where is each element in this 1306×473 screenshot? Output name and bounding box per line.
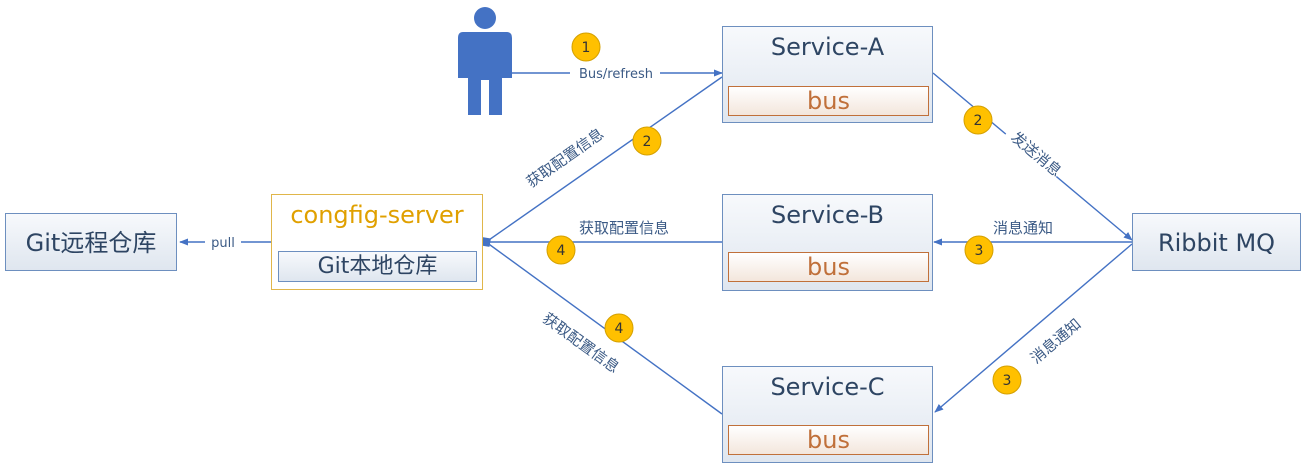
git-local-repo: Git本地仓库 (278, 251, 477, 282)
git-local-label: Git本地仓库 (317, 254, 438, 279)
pull-label: pull (211, 236, 235, 251)
fetch-b-label: 获取配置信息 (579, 219, 669, 237)
service-c-title: Service-C (770, 373, 885, 401)
fetch-a-edge (481, 76, 723, 247)
svg-text:4: 4 (557, 243, 566, 259)
service-a-title: Service-A (770, 33, 885, 61)
svg-text:3: 3 (1003, 373, 1012, 389)
mq-node: Ribbit MQ (1132, 213, 1301, 271)
notify-b-label: 消息通知 (993, 219, 1053, 237)
step-badge-notify-c: 3 (992, 365, 1022, 395)
fetch-c-edge (485, 241, 723, 415)
service-b-node: Service-B bus (722, 194, 933, 291)
service-a-bus: bus (728, 86, 929, 116)
fetch-a-label: 获取配置信息 (523, 125, 607, 191)
person-icon (458, 7, 512, 115)
notify-c-label: 消息通知 (1027, 315, 1085, 367)
git-remote-label: Git远程仓库 (25, 229, 157, 257)
svg-text:3: 3 (975, 243, 984, 259)
service-c-node: Service-C bus (722, 366, 933, 463)
svg-text:2: 2 (974, 113, 983, 129)
config-server-node: congfig-server Git本地仓库 (271, 194, 483, 290)
service-b-bus: bus (728, 252, 929, 282)
bus-refresh-label: Bus/refresh (579, 67, 653, 82)
svg-text:4: 4 (615, 321, 624, 337)
git-remote-node: Git远程仓库 (5, 213, 177, 271)
step-badge-refresh: 1 (571, 32, 601, 62)
step-badge-fetch-b: 4 (546, 235, 576, 265)
svg-text:2: 2 (643, 134, 652, 150)
mq-label: Ribbit MQ (1157, 229, 1276, 257)
step-badge-fetch-c: 4 (604, 313, 634, 343)
step-badge-fetch-a: 2 (632, 126, 662, 156)
step-badge-notify-b: 3 (964, 235, 994, 265)
service-c-bus: bus (728, 425, 929, 455)
config-server-title: congfig-server (290, 201, 464, 229)
step-badge-send-msg: 2 (963, 105, 993, 135)
service-b-title: Service-B (771, 201, 884, 229)
service-a-node: Service-A bus (722, 26, 933, 123)
svg-text:1: 1 (582, 40, 591, 56)
notify-c-edge (934, 243, 1133, 413)
